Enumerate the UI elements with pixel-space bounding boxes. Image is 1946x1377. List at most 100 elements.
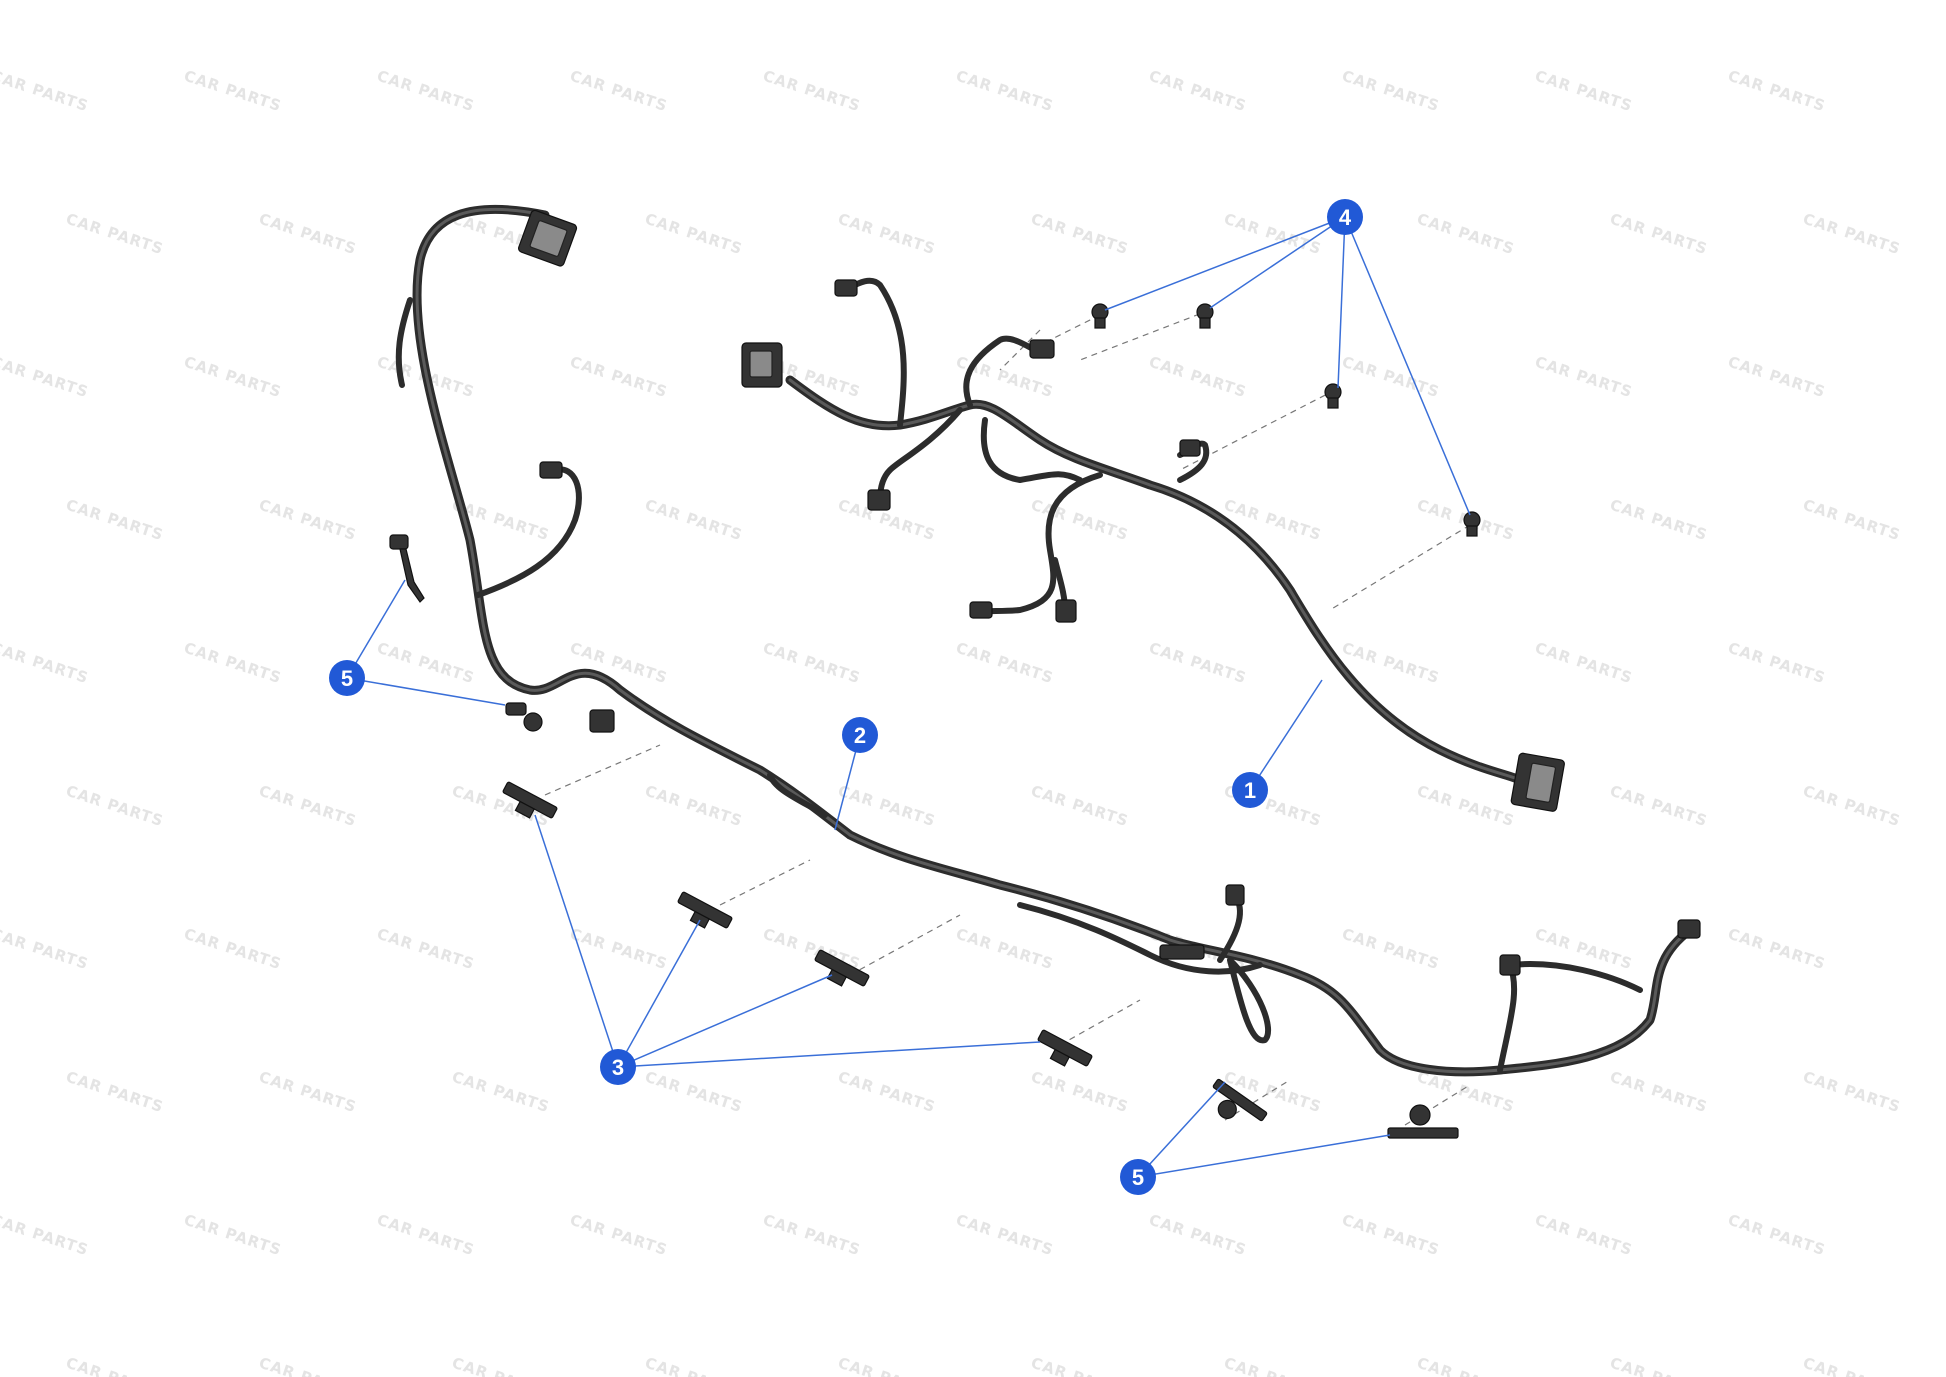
watermark-text: CAR PARTS — [1801, 1068, 1903, 1116]
leader-lines — [346, 216, 1471, 1178]
watermark-text: CAR PARTS — [836, 1068, 938, 1116]
watermark-text: CAR PARTS — [1415, 1354, 1517, 1377]
watermark-layer: CAR PARTS CAR PARTS CAR PARTS CAR PARTS CAR … — [0, 67, 1903, 1377]
watermark-text: CAR PARTS — [568, 353, 670, 401]
watermark-text: CAR PARTS — [1801, 782, 1903, 830]
watermark-text: CAR PARTS — [643, 210, 745, 258]
watermark-text: CAR PARTS — [1029, 782, 1131, 830]
callout-3-badge — [600, 1049, 636, 1085]
callout-4-badge — [1327, 199, 1363, 235]
connector-icon — [741, 342, 783, 388]
callout-1-badge — [1232, 772, 1268, 808]
watermark-text: CAR PARTS — [836, 782, 938, 830]
callout-4-label: 4 — [1339, 205, 1352, 230]
watermark-text: CAR PARTS — [954, 1211, 1056, 1259]
watermark-text: CAR PARTS — [1726, 67, 1828, 115]
watermark-text: CAR PARTS — [450, 1068, 552, 1116]
watermark-text: CAR PARTS — [643, 1354, 745, 1377]
watermark-text: CAR PARTS — [954, 639, 1056, 687]
watermark-text: CAR PARTS — [836, 1354, 938, 1377]
watermark-text: CAR PARTS — [643, 782, 745, 830]
watermark-text: CAR PARTS — [182, 67, 284, 115]
watermark-text: CAR PARTS — [375, 925, 477, 973]
watermark-text: CAR PARTS — [954, 925, 1056, 973]
watermark-text: CAR PARTS — [1340, 1211, 1442, 1259]
watermark-text: CAR PARTS — [1801, 1354, 1903, 1377]
watermark-text: CAR PARTS — [375, 1211, 477, 1259]
watermark-text: CAR PARTS — [643, 496, 745, 544]
watermark-text: CAR PARTS — [836, 210, 938, 258]
watermark-text: CAR PARTS — [1533, 353, 1635, 401]
callout-5b-badge — [1120, 1159, 1156, 1195]
watermark-text: CAR PARTS — [64, 210, 166, 258]
watermark-text: CAR PARTS — [1415, 210, 1517, 258]
watermark-text: CAR PARTS — [1533, 1211, 1635, 1259]
watermark-text: CAR PARTS — [1533, 639, 1635, 687]
watermark-text: CAR PARTS — [375, 67, 477, 115]
clip-icon — [1324, 383, 1342, 409]
watermark-text: CAR PARTS — [761, 67, 863, 115]
watermark-text: CAR PARTS — [568, 925, 670, 973]
connector-icon — [1225, 884, 1245, 906]
watermark-text: CAR PARTS — [257, 1354, 359, 1377]
watermark-text: CAR PARTS — [761, 639, 863, 687]
watermark-text: CAR PARTS — [0, 639, 91, 687]
parts-layer — [389, 209, 1701, 1139]
clip-icon — [1463, 511, 1481, 537]
watermark-text: CAR PARTS — [1726, 639, 1828, 687]
watermark-text: CAR PARTS — [257, 210, 359, 258]
harness-1 — [785, 277, 1525, 785]
watermark-text: CAR PARTS — [1726, 925, 1828, 973]
connector-icon — [1029, 339, 1055, 359]
callout-5a-badge — [329, 660, 365, 696]
watermark-text: CAR PARTS — [1147, 1211, 1249, 1259]
watermark-text: CAR PARTS — [954, 67, 1056, 115]
callout-2: 2 — [842, 717, 878, 753]
watermark-text: CAR PARTS — [1801, 210, 1903, 258]
watermark-text: CAR PARTS — [1147, 353, 1249, 401]
connector-icon — [1179, 439, 1201, 457]
watermark-text: CAR PARTS — [568, 639, 670, 687]
watermark-text: CAR PARTS — [0, 925, 91, 973]
clip-icon — [1091, 303, 1109, 329]
watermark-text: CAR PARTS — [1147, 639, 1249, 687]
watermark-text: CAR PARTS — [1147, 67, 1249, 115]
callout-3-label: 3 — [612, 1055, 624, 1080]
watermark-text: CAR PARTS — [1608, 496, 1710, 544]
connector-icon — [834, 279, 858, 297]
callout-5b-label: 5 — [1132, 1165, 1144, 1190]
clip-icon — [1037, 1029, 1093, 1067]
watermark-text: CAR PARTS — [182, 353, 284, 401]
watermark-text: CAR PARTS — [0, 353, 91, 401]
grommet-icon — [505, 702, 543, 732]
watermark-text: CAR PARTS — [1415, 782, 1517, 830]
watermark-text: CAR PARTS — [257, 496, 359, 544]
watermark-text: CAR PARTS — [1608, 210, 1710, 258]
connector-icon — [539, 461, 563, 479]
callout-3: 3 — [600, 1049, 636, 1085]
watermark-text: CAR PARTS — [1726, 353, 1828, 401]
connector-icon — [969, 601, 993, 619]
callout-1-label: 1 — [1244, 778, 1256, 803]
watermark-text: CAR PARTS — [450, 1354, 552, 1377]
watermark-text: CAR PARTS — [1340, 925, 1442, 973]
callout-5a-label: 5 — [341, 666, 353, 691]
watermark-text: CAR PARTS — [257, 1068, 359, 1116]
callout-5b: 5 — [1120, 1159, 1156, 1195]
watermark-text: CAR PARTS — [1222, 210, 1324, 258]
bracket-icon — [389, 534, 425, 603]
connector-icon — [1159, 944, 1205, 960]
assembly-lines — [544, 309, 1471, 1126]
watermark-text: CAR PARTS — [568, 67, 670, 115]
watermark-text: CAR PARTS — [568, 1211, 670, 1259]
callout-2-badge — [842, 717, 878, 753]
watermark-text: CAR PARTS — [64, 1354, 166, 1377]
watermark-text: CAR PARTS — [1029, 210, 1131, 258]
watermark-text: CAR PARTS — [0, 67, 91, 115]
watermark-text: CAR PARTS — [1222, 1354, 1324, 1377]
watermark-text: CAR PARTS — [761, 1211, 863, 1259]
watermark-text: CAR PARTS — [1340, 67, 1442, 115]
callout-1: 1 — [1232, 772, 1268, 808]
watermark-text: CAR PARTS — [1608, 1354, 1710, 1377]
